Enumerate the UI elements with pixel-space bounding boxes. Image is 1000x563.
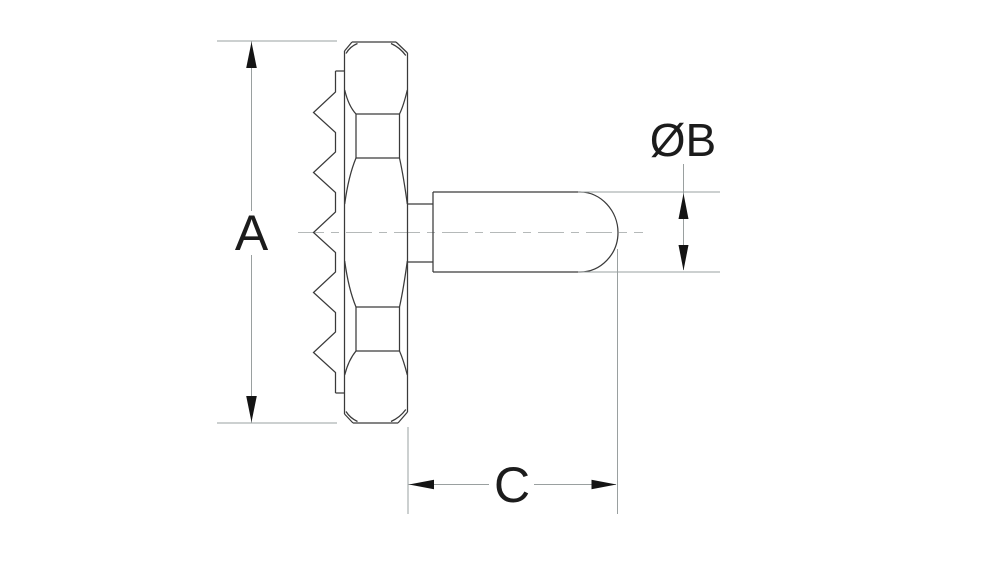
knurl-teeth [312, 70, 345, 394]
part-outline [343, 41, 619, 424]
dim-label-b: ØB [650, 114, 716, 166]
dimension-c [407, 249, 618, 514]
dim-label-a: A [235, 205, 269, 261]
dim-label-c: C [494, 457, 530, 513]
dimension-b [578, 164, 720, 273]
dimension-a [217, 40, 337, 424]
